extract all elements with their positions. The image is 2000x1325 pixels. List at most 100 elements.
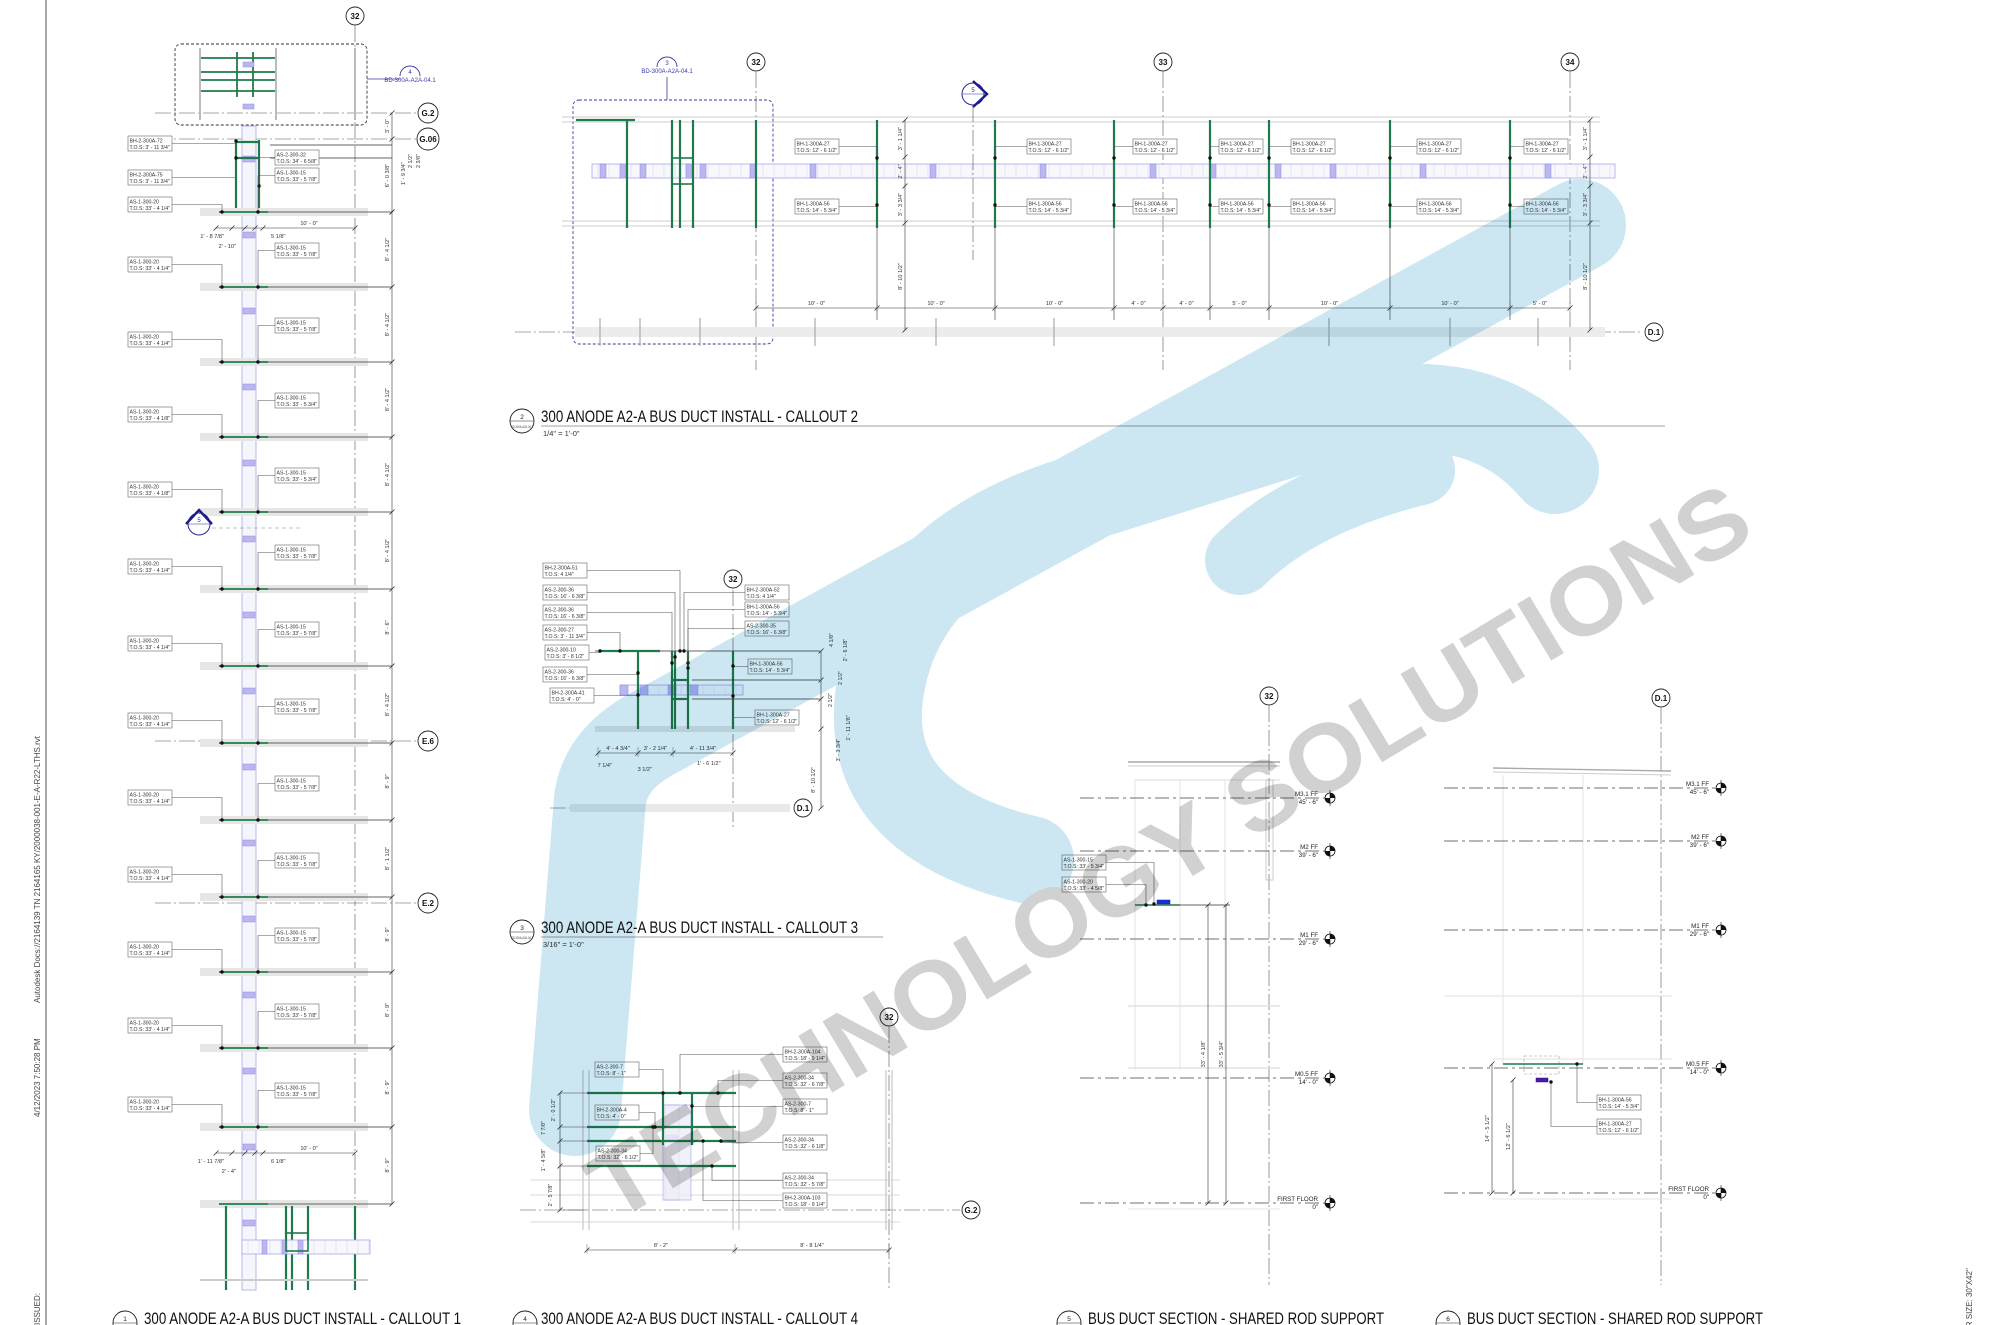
watermark-logo-stroke [833, 363, 1599, 904]
tag-tos: T.O.S: 33' - 4 1/4" [130, 951, 171, 957]
leader-dot [234, 139, 238, 143]
leader-line [683, 592, 745, 651]
dim-text: 8' - 10 1/2" [811, 767, 817, 793]
leader-dot [701, 1139, 705, 1143]
leader-dot [220, 210, 224, 214]
tag-id: AS-1-300-20 [130, 792, 160, 798]
level-datum-icon [1715, 1185, 1727, 1201]
grid-bubble: 32 [723, 569, 743, 589]
tag-id: AS-2-300-34 [785, 1137, 815, 1143]
grid-label: G.2 [422, 109, 435, 118]
leader-dot [636, 671, 640, 675]
tag-tos: T.O.S: 33' - 5 7/8" [277, 252, 318, 258]
tag-id: AS-1-300-20 [130, 199, 160, 205]
leader-dot [1388, 156, 1392, 160]
leader-dot [220, 970, 224, 974]
tag-id: BH-2-300A-52 [747, 587, 780, 593]
grid-label: G.06 [419, 135, 437, 144]
leader-dot [256, 818, 260, 822]
leader-line [257, 1011, 275, 1048]
tag-id: BH-1-300A-27 [1599, 1121, 1632, 1127]
dim-text: 14' - 5 1/2" [1485, 1115, 1491, 1142]
leader-line [257, 935, 275, 972]
dimension-vertical: 33' - 4 1/8" [1201, 902, 1211, 1206]
bus-duct-joint [1149, 163, 1157, 179]
dim-text: 2' - 4" [1583, 164, 1589, 178]
bus-duct-joint [242, 1219, 256, 1227]
dim-text: 10' - 0" [927, 301, 944, 307]
tag-tos: T.O.S: 33' - 4 1/4" [130, 1106, 171, 1112]
dim-text: 5' - 0" [1533, 301, 1547, 307]
ref-sheet: BD-300A-A2A-04.1 [641, 69, 693, 75]
leader-dot [256, 587, 260, 591]
dim-tick [389, 110, 395, 116]
grid-label: 32 [351, 12, 360, 21]
leader-line [711, 1166, 783, 1181]
tag-id: AS-1-300-20 [130, 334, 160, 340]
leader-dot [256, 741, 260, 745]
tag-label: BH-1-300A-56T.O.S: 14' - 5 3/4" [1112, 198, 1178, 215]
level-elevation: 14' - 0" [1690, 1069, 1709, 1076]
tag-tos: T.O.S: 8' - 1" [785, 1108, 814, 1114]
tag-label: BH-1-300A-56T.O.S: 14' - 5 3/4" [794, 198, 879, 215]
level-datum-icon [1715, 1060, 1727, 1076]
tag-id: BH-1-300A-27 [1526, 141, 1559, 147]
dim-text: 10' - 0" [808, 301, 825, 307]
leader-dot [875, 203, 879, 207]
leader-line [587, 592, 676, 657]
tag-tos: T.O.S: 14' - 5 3/4" [1599, 1104, 1640, 1110]
leader-dot [220, 285, 224, 289]
tag-id: AS-1-300-15 [277, 930, 307, 936]
tag-tos: T.O.S: 33' - 5 7/8" [277, 937, 318, 943]
dim-tick [818, 726, 824, 732]
grid-label: 33 [1159, 58, 1168, 67]
grid-label: E.2 [422, 899, 435, 908]
tag-id: AS-1-300-15 [277, 701, 307, 707]
dim-text: 1' - 6 1/2" [697, 761, 721, 767]
tag-id: AS-2-300-27 [545, 627, 575, 633]
leader-line [1389, 205, 1417, 207]
view-number: 1 [123, 1316, 127, 1323]
leader-line [172, 720, 223, 743]
section-marker-arrow [185, 508, 213, 525]
grid-bubble: E.6 [417, 730, 439, 752]
leader-line [587, 632, 621, 651]
leader-dot [220, 360, 224, 364]
grid-bubble-circle [879, 1007, 899, 1027]
leader-line [172, 566, 223, 589]
tag-tos: T.O.S: 33' - 5 3/4" [1064, 864, 1105, 870]
grid-bubble-circle [1651, 688, 1671, 708]
dim-tick [389, 1124, 395, 1130]
tag-id: BH-1-300A-27 [797, 141, 830, 147]
tag-tos: T.O.S: 14' - 5 3/4" [747, 611, 788, 617]
callout-reference: 4BD-300A-A2A-04.1 [384, 65, 436, 84]
tag-label: AS-1-300-20T.O.S: 33' - 4 1/4" [127, 1017, 224, 1050]
tag-tos: T.O.S: 33' - 5 3/4" [277, 402, 318, 408]
leader-line [257, 325, 275, 362]
tag-tos: T.O.S: 33' - 4 1/4" [130, 266, 171, 272]
view-number: 3 [520, 925, 524, 932]
leader-line [172, 264, 223, 287]
bus-duct-body [241, 125, 257, 1291]
bus-duct-joint [242, 307, 256, 315]
leader-dot [1508, 156, 1512, 160]
dim-text: 8' - 9" [385, 927, 391, 941]
callout-boundary [174, 43, 368, 126]
tag-tos: T.O.S: 3' - 11 3/4" [545, 634, 585, 640]
tag-id: BH-1-300A-56 [1135, 201, 1168, 207]
tag-id: AS-1-300-15 [277, 170, 307, 176]
tag-label: BH-1-300A-27T.O.S: 12' - 6 1/2" [794, 138, 879, 160]
tag-id: AS-1-300-15 [277, 1006, 307, 1012]
grid-bubble-circle [417, 102, 439, 124]
dim-tick [389, 894, 395, 900]
bus-duct-joint [1039, 163, 1047, 179]
tag-id: AS-2-300-34 [785, 1175, 815, 1181]
tag-label: BH-2-300A-51T.O.S: 4 1/4" [542, 562, 682, 653]
dimension-horizontal: 8' - 2"8' - 8 1/4" [584, 1243, 892, 1254]
tag-id: AS-2-300-36 [545, 669, 575, 675]
